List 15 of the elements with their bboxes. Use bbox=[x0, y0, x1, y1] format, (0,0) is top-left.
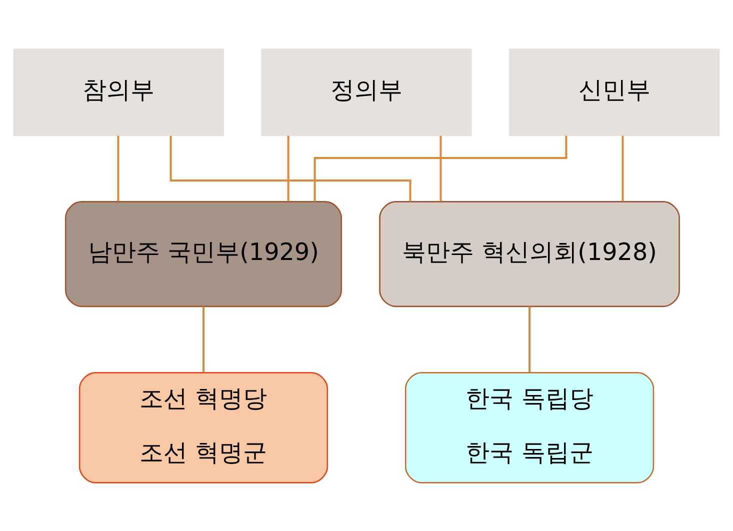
node-box: 남만주 국민부(1929) bbox=[64, 200, 342, 307]
node-box: 조선 혁명당 조선 혁명군 bbox=[78, 372, 328, 483]
connector bbox=[202, 306, 204, 372]
connector bbox=[170, 135, 412, 201]
connector bbox=[440, 135, 442, 201]
connector bbox=[117, 135, 120, 201]
connector bbox=[314, 135, 568, 202]
node-box: 신민부 bbox=[508, 48, 720, 136]
node-box: 한국 독립당 한국 독립군 bbox=[404, 372, 654, 483]
connector bbox=[528, 306, 531, 372]
node-box: 참의부 bbox=[13, 48, 224, 136]
connector bbox=[287, 135, 290, 201]
node-box: 북만주 혁신의회(1928) bbox=[379, 200, 680, 307]
node-box: 정의부 bbox=[261, 48, 472, 136]
connector bbox=[622, 135, 624, 201]
